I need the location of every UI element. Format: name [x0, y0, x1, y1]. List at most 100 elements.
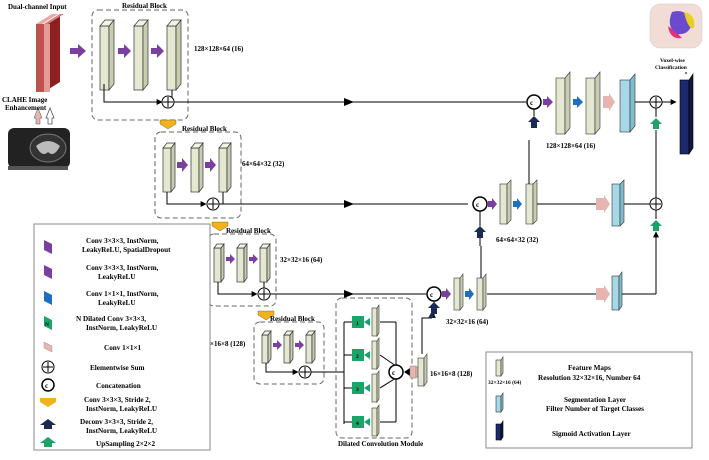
- legend2-text: Sigmoid Activation Layer: [552, 430, 631, 438]
- residual-block-1: Residual Block: [91, 2, 189, 121]
- dim-level-3-dec: 32×32×16 (64): [446, 318, 489, 326]
- legend-text: Conv 1×1×1: [104, 344, 142, 352]
- feature-map-icon: [495, 356, 504, 377]
- downsample-arrow: [211, 221, 229, 232]
- legend-text: N Dilated Conv 3×3×3,: [76, 315, 146, 323]
- segmentation-layer-icon: [495, 392, 504, 413]
- residual-block-2: Residual Block: [154, 125, 242, 219]
- concat-c: c: [392, 369, 395, 377]
- sum-node: [257, 287, 271, 301]
- purple-conv-icon: [44, 265, 52, 279]
- upsample-arrow: [650, 220, 662, 231]
- dilated-branch: 2: [344, 337, 397, 370]
- feature-map: [261, 329, 272, 365]
- concat-node: c: [526, 94, 542, 110]
- residual-block-4: Residual Block: [253, 315, 325, 385]
- feature-map: [476, 273, 487, 311]
- legend-text: LeakyReLU: [98, 273, 136, 281]
- feature-map: [453, 273, 464, 311]
- legend-text: Conv 3×3×3, Stride 2,: [84, 396, 151, 404]
- sum-node: [298, 365, 312, 379]
- legend-text: InstNorm, LeakyReLU: [86, 324, 158, 332]
- sum-node: [649, 95, 663, 109]
- dim-level-2-dec: 64×64×32 (32): [496, 236, 539, 244]
- dim-level-3-enc: 32×32×16 (64): [280, 256, 323, 264]
- concat-node: c: [426, 286, 442, 302]
- dilated-branch: 3: [344, 370, 397, 403]
- concat-c: c: [45, 382, 48, 390]
- legend2-text: Resolution 32×32×16, Number 64: [538, 374, 641, 382]
- clahe-label: CLAHE Image: [2, 96, 47, 104]
- input-title: Dual-channel Input: [8, 3, 67, 11]
- deconv-arrow: [528, 116, 540, 128]
- upsampling-icon: [40, 437, 56, 447]
- concatenation-icon: c: [41, 378, 55, 392]
- feature-map: [555, 71, 571, 135]
- legend-text: UpSampling 2×2×2: [96, 440, 156, 448]
- legend-text: InstNorm, LeakyReLU: [86, 427, 158, 435]
- concat-c: c: [530, 99, 533, 107]
- legend-text: Deconv 3×3×3, Stride 2,: [80, 418, 153, 426]
- legend2-text: Filter Number of Target Classes: [546, 405, 644, 413]
- legend-text: LeakyReLU: [98, 299, 136, 307]
- ct-scanner-icon: [8, 128, 70, 170]
- feature-map: [213, 242, 225, 284]
- feature-map: [236, 242, 248, 284]
- concat-c: c: [476, 201, 479, 209]
- input-section: Dual-channel Input CLAHE Image Enhanceme…: [2, 3, 86, 170]
- dim-level-1-dec: 128×128×64 (16): [546, 142, 596, 150]
- purple-conv-dropout-icon: [44, 240, 52, 254]
- residual-block-4-title: Residual Block: [270, 315, 315, 323]
- feature-map: [283, 329, 294, 365]
- dim-level-1-enc: 128×128×64 (16): [194, 45, 244, 53]
- conv1x1-arrow: [409, 365, 417, 379]
- input-conv-arrow: [70, 44, 86, 58]
- dilated-icon-letter: N: [45, 322, 49, 328]
- residual-block-3: Residual Block: [207, 227, 277, 307]
- feature-map: [133, 19, 149, 91]
- dilated-branch: 4: [344, 404, 396, 437]
- concat-c: c: [430, 291, 433, 299]
- blue-conv-icon: [44, 291, 52, 305]
- segmentation-layer: [611, 271, 623, 311]
- dilated-num: 4: [356, 421, 359, 427]
- deconv-arrow: [474, 226, 486, 238]
- output-render-icon: [649, 3, 703, 49]
- feature-map: [499, 179, 512, 225]
- downsample-arrow: [159, 119, 177, 130]
- dilated-conv-icon: N: [44, 316, 52, 330]
- dim-level-2-enc: 64×64×32 (32): [242, 160, 285, 168]
- feature-map: [259, 242, 271, 284]
- clahe-arrows: [33, 106, 55, 125]
- legend-text: Concatenation: [96, 382, 141, 390]
- residual-block-1-title: Residual Block: [122, 2, 167, 10]
- legend-text: Conv 3×3×3, InstNorm,: [86, 237, 159, 245]
- concat-node: c: [472, 196, 488, 212]
- sum-node: [649, 197, 663, 211]
- feature-map: [417, 353, 428, 387]
- residual-block-2-title: Residual Block: [182, 125, 227, 133]
- dilated-num: 2: [356, 354, 359, 360]
- enhance-label: Enhancement: [5, 104, 47, 112]
- upsample-arrow: [650, 118, 662, 129]
- dilated-num: 1: [356, 321, 359, 327]
- legend-text: Conv 3×3×3, InstNorm,: [86, 264, 159, 272]
- legend-text: LeakyReLU, SpatialDropout: [82, 246, 171, 254]
- segmentation-layer: [611, 179, 625, 227]
- feature-map: [585, 71, 601, 135]
- input-volume: [36, 14, 64, 92]
- pink-conv-icon: [43, 341, 53, 353]
- legend2-text: Segmentation Layer: [564, 396, 627, 404]
- dilated-branch: 1: [344, 304, 396, 337]
- dilated-module-title: Dilated Convolution Module: [338, 440, 423, 448]
- concat-node: c: [388, 364, 404, 380]
- dim-level-4-enc: 16×16×8 (128): [203, 340, 246, 348]
- feature-map: [218, 142, 232, 193]
- feature-map: [166, 19, 182, 91]
- feature-map: [305, 329, 316, 365]
- segmentation-layer: [619, 73, 636, 133]
- feature-map-small-label: 32×32×16 (64): [488, 379, 521, 386]
- feature-map: [525, 179, 538, 225]
- feature-map: [99, 19, 115, 91]
